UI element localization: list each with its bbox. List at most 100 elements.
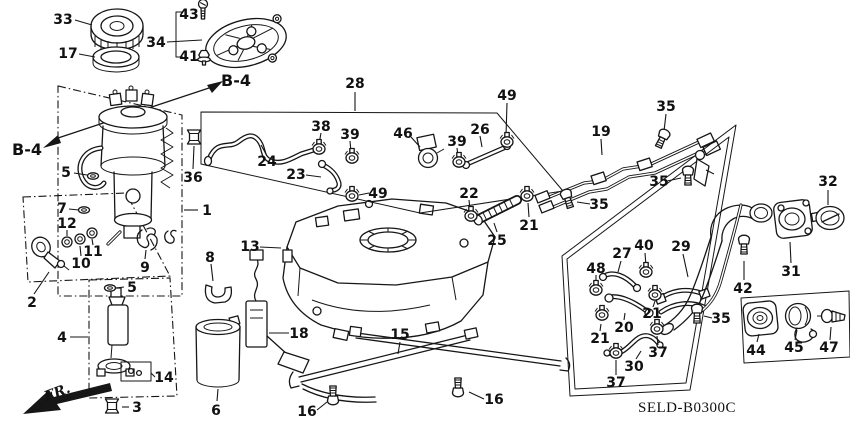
part-label-39: 39 (340, 127, 359, 143)
filler-neck-flange-31 (773, 199, 813, 239)
leader-line (599, 323, 602, 332)
fuel-filler-cap-33 (90, 8, 144, 51)
leader-line (74, 19, 93, 26)
part-label-8: 8 (205, 250, 215, 266)
bolt-glyph (451, 377, 465, 398)
leader-line (829, 326, 832, 341)
part-label-30: 30 (624, 359, 644, 375)
part-label-34: 34 (146, 35, 166, 51)
tank-gasket-34 (175, 11, 287, 69)
leader-line (216, 388, 219, 402)
leader-line (79, 245, 82, 257)
pump-bracket-8 (204, 284, 233, 304)
clamp-glyph (647, 284, 663, 301)
fr-direction-arrow (23, 383, 112, 414)
fuel-pump-module-1 (77, 85, 174, 246)
leader-line (617, 260, 622, 273)
leader-line (78, 53, 96, 58)
part-label-26: 26 (470, 122, 489, 138)
clamp-glyph (499, 131, 515, 148)
grommet-glyph (186, 129, 202, 145)
part-label-48: 48 (586, 261, 605, 277)
leader-line (397, 341, 401, 355)
two-way-valve-46 (416, 133, 445, 169)
part-label-3: 3 (132, 400, 142, 416)
part-label-25: 25 (487, 233, 506, 249)
part-label-23: 23 (286, 167, 305, 183)
part-label-35: 35 (649, 174, 668, 190)
part-label-10: 10 (71, 256, 91, 272)
leader-line (623, 312, 626, 321)
leader-line (666, 177, 682, 182)
filler-pipe-29 (654, 149, 773, 336)
part-label-35: 35 (656, 99, 675, 115)
part-label-16: 16 (484, 392, 503, 408)
relief-valve-47 (817, 308, 846, 324)
part-label-41: 41 (179, 49, 198, 65)
oring-glyph (103, 284, 117, 292)
leader-line (410, 136, 421, 148)
part-label-5: 5 (61, 165, 71, 181)
cap-seal-ring-17 (92, 46, 140, 73)
clamp-glyph (311, 138, 327, 155)
part-label-37: 37 (648, 345, 667, 361)
clamp-glyph (463, 205, 479, 222)
leader-line (635, 350, 642, 360)
leader-line (600, 138, 603, 156)
fuel-sender-18 (245, 249, 310, 374)
leader-line (316, 401, 328, 411)
leader-line (192, 145, 195, 170)
leader-line (493, 222, 498, 233)
bolt-glyph (326, 385, 340, 406)
leader-line (33, 271, 50, 295)
grommet-glyph (104, 398, 120, 414)
part-label-43: 43 (179, 7, 198, 23)
part-label-9: 9 (140, 260, 150, 276)
part-label-49: 49 (368, 186, 387, 202)
leader-line (259, 246, 282, 249)
leader-line (794, 329, 798, 341)
leader-line (115, 286, 125, 289)
part-label-11: 11 (83, 244, 102, 260)
dashdot-box-pump-module (57, 85, 183, 297)
part-label-20: 20 (614, 320, 634, 336)
oring-glyph (86, 172, 100, 180)
part-label-27: 27 (612, 246, 631, 262)
fuel-cap-32 (810, 205, 845, 231)
part-label-44: 44 (746, 343, 766, 359)
leader-line (756, 333, 760, 343)
part-label-21: 21 (590, 331, 609, 347)
leader-line (527, 202, 530, 218)
leader-line (682, 253, 689, 278)
clamp-glyph (588, 279, 604, 296)
part-label-45: 45 (784, 340, 803, 356)
clamp-glyph (519, 185, 535, 202)
bolt-glyph (681, 165, 695, 186)
clamp-glyph (344, 147, 360, 164)
part-label-21: 21 (519, 218, 538, 234)
leader-line (68, 208, 80, 211)
part-label-37: 37 (606, 375, 625, 391)
bolt-glyph (737, 234, 751, 255)
leader-line (144, 249, 147, 260)
leader-line (73, 172, 88, 176)
elbow-hose-23 (317, 159, 342, 195)
leader-line (652, 300, 656, 308)
ring-glyph (86, 227, 98, 239)
leader-line (468, 391, 485, 400)
strainer-case-6 (195, 315, 241, 388)
hose-group-box-28 (200, 111, 564, 214)
part-label-35: 35 (589, 197, 608, 213)
part-label-42: 42 (733, 281, 752, 297)
part-label-38: 38 (311, 119, 330, 135)
part-label-35: 35 (711, 311, 730, 327)
leader-line (150, 372, 156, 378)
leader-line (576, 201, 591, 205)
part-label-7: 7 (57, 201, 67, 217)
part-label-32: 32 (818, 174, 837, 190)
leader-line (260, 144, 267, 155)
part-label-12: 12 (57, 216, 76, 232)
filler-flange-44 (742, 300, 779, 337)
